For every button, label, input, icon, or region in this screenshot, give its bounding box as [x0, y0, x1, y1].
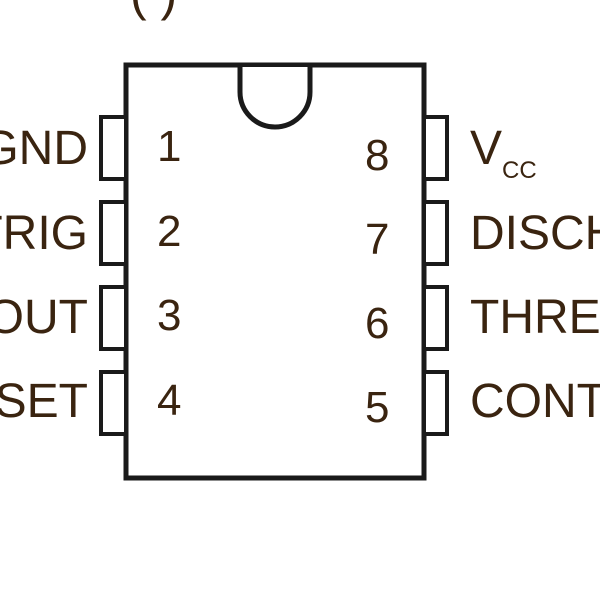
pin-label-vcc-main: V [470, 122, 502, 175]
top-cut-text: ( ) [130, 0, 177, 21]
pin-number-8: 8 [365, 131, 389, 180]
pin-8-lead [422, 115, 449, 181]
pin-4-lead [99, 370, 128, 436]
pin-number-3: 3 [157, 291, 181, 340]
pin-label-thres: THRES [470, 291, 600, 344]
pin-label-disch: DISCH [470, 207, 600, 260]
pin-number-2: 2 [157, 207, 181, 256]
pin-7-lead [422, 200, 449, 266]
pin-number-7: 7 [365, 215, 389, 264]
pin-number-1: 1 [157, 122, 181, 171]
pin-label-gnd: GND [0, 122, 88, 175]
pin-number-4: 4 [157, 376, 181, 425]
pin-5-lead [422, 370, 449, 436]
pin-3-lead [99, 285, 128, 351]
pin-label-reset: RESET [0, 375, 88, 428]
orientation-notch [237, 67, 313, 130]
pin-label-vcc: VCC [470, 122, 537, 184]
pin-number-5: 5 [365, 383, 389, 432]
pin-label-out: OUT [0, 291, 88, 344]
pin-number-6: 6 [365, 299, 389, 348]
pin-label-cont: CONT [470, 375, 600, 428]
pin-label-trig: TRIG [0, 207, 88, 260]
pin-2-lead [99, 200, 128, 266]
pin-1-lead [99, 115, 128, 181]
pin-label-vcc-subscript: CC [502, 157, 537, 184]
ic-package-body [123, 62, 427, 481]
pin-6-lead [422, 285, 449, 351]
